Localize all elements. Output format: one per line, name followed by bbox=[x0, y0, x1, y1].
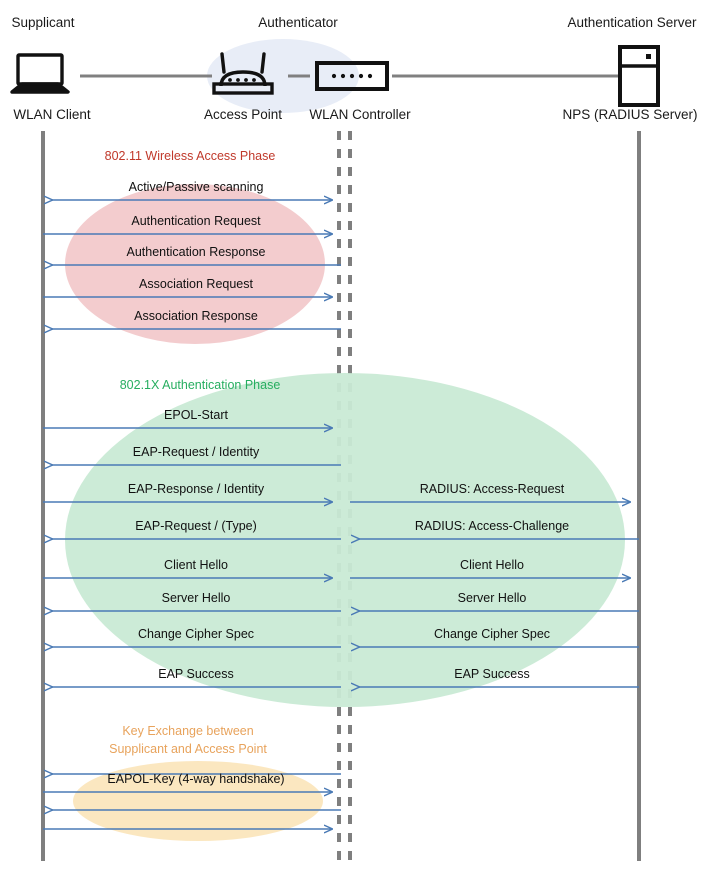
phase-label-wireless-access: 802.11 Wireless Access Phase bbox=[104, 149, 276, 163]
message-label: RADIUS: Access-Challenge bbox=[414, 519, 570, 533]
message-label: EPOL-Start bbox=[164, 408, 228, 422]
laptop-icon bbox=[10, 53, 70, 94]
message-label: RADIUS: Access-Request bbox=[419, 482, 565, 496]
message-label: Association Request bbox=[139, 277, 253, 291]
node-caption-wlan-controller: WLAN Controller bbox=[309, 107, 411, 122]
phase-ellipse-authentication bbox=[65, 373, 625, 707]
role-title-authenticator: Authenticator bbox=[258, 15, 338, 30]
message-label: EAPOL-Key (4-way handshake) bbox=[107, 772, 285, 786]
arrow-group-left bbox=[43, 200, 341, 829]
node-caption-wlan-client: WLAN Client bbox=[13, 107, 91, 122]
node-caption-access-point: Access Point bbox=[203, 107, 283, 122]
message-label: Change Cipher Spec bbox=[433, 627, 551, 641]
message-label: EAP-Response / Identity bbox=[127, 482, 265, 496]
wlan-controller-icon bbox=[315, 61, 389, 91]
server-icon bbox=[618, 45, 660, 107]
message-label: Server Hello bbox=[457, 591, 527, 605]
phase-ellipse-wireless-access bbox=[65, 184, 325, 344]
phase-label-key-exchange-line2: Supplicant and Access Point bbox=[109, 742, 267, 756]
message-label: EAP-Request / (Type) bbox=[135, 519, 257, 533]
phase-label-key-exchange-line1: Key Exchange between bbox=[122, 724, 254, 738]
message-label: Association Response bbox=[134, 309, 258, 323]
phase-label-key-exchange: Key Exchange between Supplicant and Acce… bbox=[109, 722, 267, 758]
message-label: EAP Success bbox=[158, 667, 234, 681]
message-label: Authentication Response bbox=[126, 245, 266, 259]
role-title-authentication-server: Authentication Server bbox=[567, 15, 697, 30]
message-label: Active/Passive scanning bbox=[128, 180, 264, 194]
phase-label-authentication: 802.1X Authentication Phase bbox=[119, 378, 281, 392]
message-label: Client Hello bbox=[460, 558, 524, 572]
message-label: Change Cipher Spec bbox=[137, 627, 255, 641]
message-label: Client Hello bbox=[164, 558, 228, 572]
phase-ellipse-key-exchange bbox=[73, 761, 323, 841]
node-caption-nps-radius-server: NPS (RADIUS Server) bbox=[562, 107, 698, 122]
access-point-icon bbox=[212, 52, 274, 95]
message-label: Server Hello bbox=[161, 591, 231, 605]
message-label: Authentication Request bbox=[131, 214, 261, 228]
arrow-group-right bbox=[350, 502, 639, 687]
message-label: EAP Success bbox=[454, 667, 530, 681]
message-label: EAP-Request / Identity bbox=[132, 445, 260, 459]
authenticator-halo bbox=[207, 39, 359, 113]
role-title-supplicant: Supplicant bbox=[11, 15, 75, 30]
